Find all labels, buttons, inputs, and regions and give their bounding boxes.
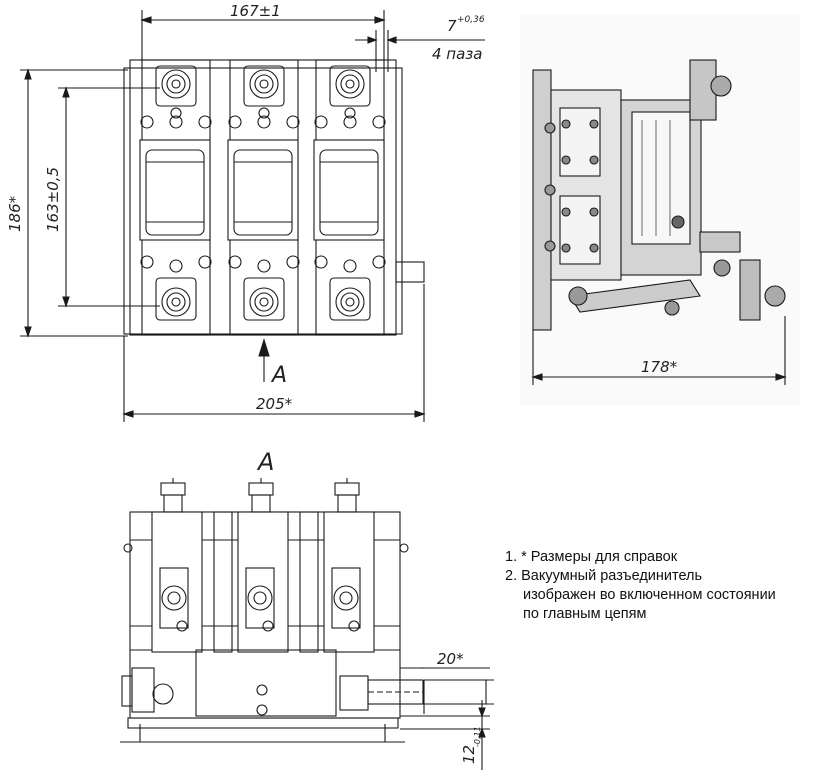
- dim-height-total: 186*: [6, 195, 24, 232]
- dim-slot-count: 4 паза: [432, 45, 482, 63]
- top-nut-2: [248, 478, 274, 513]
- shaft-stub: [395, 261, 425, 283]
- view-a: A: [120, 448, 494, 770]
- side-view: 178*: [520, 15, 800, 405]
- top-nut-3: [334, 478, 360, 513]
- top-nut-1: [160, 478, 186, 513]
- view-arrow-label: A: [270, 363, 287, 388]
- pole-3: [313, 59, 386, 336]
- note-2-line-1: 2. Вакуумный разъединитель: [505, 568, 703, 584]
- dim-thickness: 12: [460, 745, 478, 764]
- dim-thickness-tol: -0,11: [473, 726, 482, 747]
- note-2-line-3: по главным цепям: [523, 606, 647, 622]
- dim-height-inner: 163±0,5: [44, 167, 62, 232]
- dim-shaft: 20*: [437, 650, 464, 668]
- note-1: 1. * Размеры для справок: [505, 549, 678, 565]
- front-view: A 167±1 7 +0,36 4 паза 186* 163±0,5 2: [6, 2, 485, 422]
- dim-side-width: 178*: [641, 358, 678, 376]
- note-2-line-2: изображен во включенном состоянии: [523, 587, 776, 603]
- pole-1: [139, 59, 212, 336]
- dim-slot-tol: +0,36: [457, 15, 485, 25]
- dim-width-total: 205*: [256, 395, 293, 413]
- dim-top-width: 167±1: [230, 2, 281, 20]
- notes-block: 1. * Размеры для справок 2. Вакуумный ра…: [505, 548, 776, 624]
- view-title: A: [256, 448, 274, 476]
- dim-slot-width: 7: [447, 17, 457, 35]
- pole-2: [227, 59, 300, 336]
